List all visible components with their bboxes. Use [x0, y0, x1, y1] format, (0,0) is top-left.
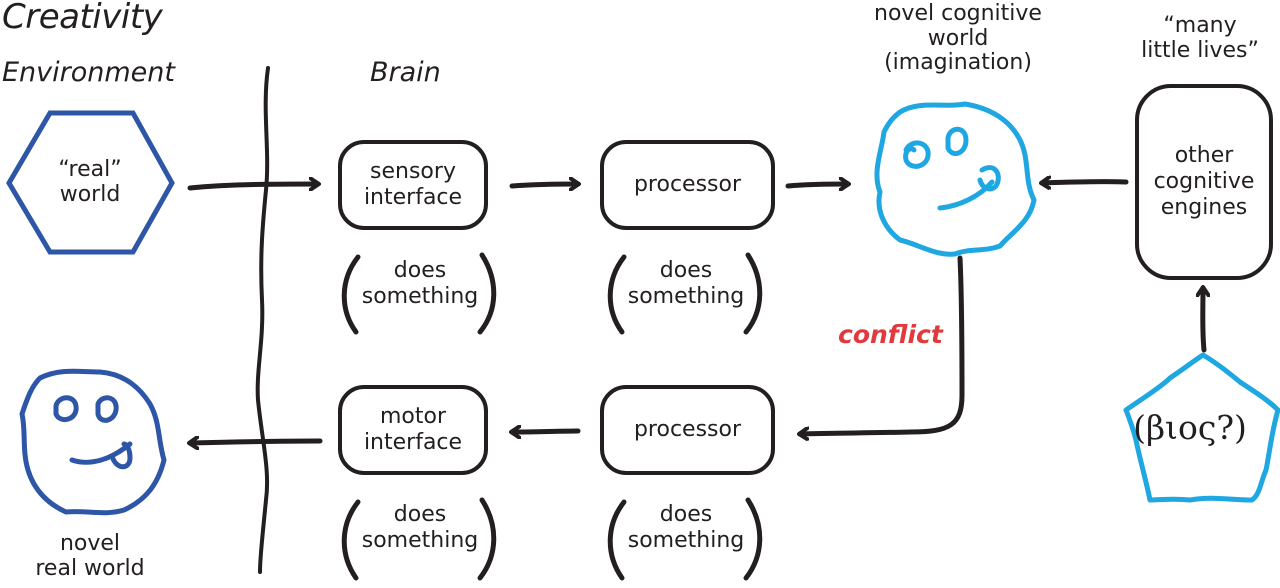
processor-top-label: processor: [633, 172, 742, 198]
conflict-label: conflict: [838, 320, 943, 349]
processor-bottom-box: processor: [600, 385, 775, 475]
novel-real-world-label: novel real world: [35, 531, 145, 581]
imagination-face-icon: [874, 101, 1037, 257]
bios-pentagon: [1123, 352, 1280, 503]
sensory-interface-label: sensory interface: [363, 159, 463, 210]
processor-bottom-label: processor: [633, 417, 742, 443]
sensory-interface-note: does something: [361, 258, 479, 310]
arrow-motor-to-novel-real-world: [190, 441, 323, 443]
novel-real-world-face-icon: [19, 368, 167, 516]
arrow-sensory-to-processor: [509, 184, 578, 186]
other-cognitive-engines-label: other cognitive engines: [1153, 143, 1255, 220]
arrow-processor-to-imagination: [785, 184, 848, 186]
heading-brain: Brain: [370, 57, 441, 88]
real-world-hexagon: [6, 110, 175, 255]
environment-brain-boundary: [255, 66, 270, 574]
sensory-interface-box: sensory interface: [338, 140, 488, 230]
processor-top-box: processor: [600, 140, 775, 230]
arrow-real-world-to-sensory: [187, 184, 318, 188]
bios-label: (βιος?): [1133, 408, 1247, 447]
arrow-processor-to-motor: [512, 431, 581, 432]
arrow-imagination-to-processor-conflict: [800, 255, 965, 434]
arrow-engines-to-imagination: [1042, 182, 1129, 183]
processor-bottom-note: does something: [627, 502, 745, 554]
many-little-lives-caption: “many little lives”: [1141, 13, 1259, 63]
heading-environment: Environment: [2, 57, 175, 88]
arrow-bios-to-engines: [1203, 288, 1204, 353]
real-world-label: “real” world: [58, 157, 122, 207]
diagram-title: Creativity: [2, 0, 163, 37]
motor-interface-label: motor interface: [363, 404, 463, 455]
note-parentheses: [341, 252, 763, 581]
other-cognitive-engines-box: other cognitive engines: [1135, 84, 1273, 280]
motor-interface-box: motor interface: [338, 385, 488, 475]
imagination-label: novel cognitive world (imagination): [874, 1, 1042, 76]
processor-top-note: does something: [627, 258, 745, 310]
motor-interface-note: does something: [361, 502, 479, 554]
